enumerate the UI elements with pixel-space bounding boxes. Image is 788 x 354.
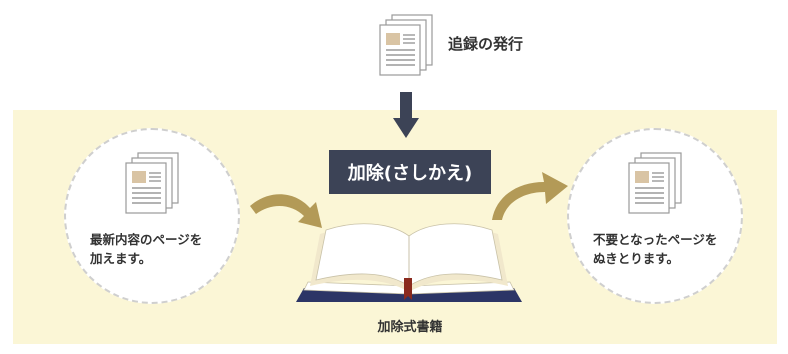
add-pages-line1: 最新内容のページを: [90, 232, 203, 247]
document-stack-icon: [125, 152, 179, 214]
remove-pages-line1: 不要となったページを: [593, 232, 718, 247]
add-pages-text: 最新内容のページを 加えます。: [90, 230, 230, 268]
remove-pages-line2: ぬきとります。: [593, 251, 680, 266]
document-stack-icon: [628, 152, 682, 214]
add-pages-circle: 最新内容のページを 加えます。: [64, 128, 240, 304]
down-arrow-icon: [393, 92, 419, 138]
document-stack-icon: [379, 14, 433, 76]
supplement-issue-label: 追録の発行: [448, 35, 524, 53]
open-book-icon: [296, 223, 522, 302]
remove-pages-text: 不要となったページを ぬきとります。: [593, 230, 733, 268]
remove-pages-circle: 不要となったページを ぬきとります。: [567, 128, 743, 304]
insertion-replacement-box: 加除(さしかえ): [329, 150, 491, 194]
looseleaf-book-label: 加除式書籍: [377, 320, 443, 335]
add-pages-line2: 加えます。: [90, 251, 152, 266]
curved-arrow-out-icon: [492, 172, 568, 220]
curved-arrow-in-icon: [250, 194, 322, 228]
